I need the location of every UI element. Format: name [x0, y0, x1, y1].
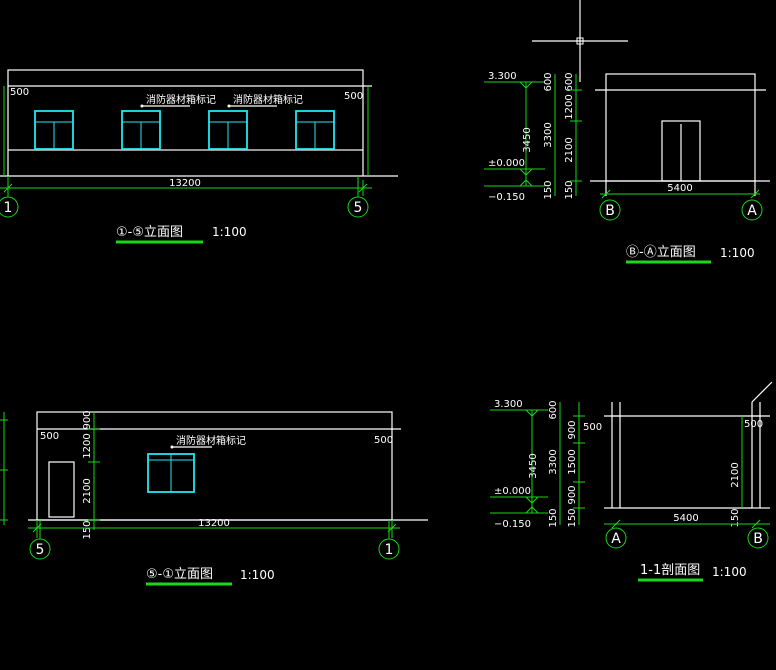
elev-zero: ±0.000	[488, 158, 525, 169]
note-label: 消防器材箱标记	[233, 93, 303, 106]
axis-label-left: 5	[36, 542, 45, 558]
dim-wall: 2100	[730, 462, 741, 487]
axis-label-left: 1	[4, 200, 13, 216]
view-scale: 1:100	[212, 225, 247, 239]
dim-c: 900	[567, 485, 578, 504]
dim-left-end: 500	[10, 87, 29, 98]
window	[208, 110, 248, 150]
dim-width: 5400	[673, 513, 698, 524]
axis-bubble	[29, 538, 51, 560]
axis-bubble	[741, 199, 763, 221]
dim-base: 150	[543, 180, 554, 199]
view-scale: 1:100	[720, 246, 755, 260]
view-scale: 1:100	[712, 565, 747, 579]
axis-bubble	[0, 196, 19, 218]
dim-overall: 13200	[198, 518, 230, 529]
elev-bottom: −0.150	[494, 519, 531, 530]
crosshair-cursor	[532, 0, 628, 82]
dim-upper: 1200	[564, 94, 575, 119]
dim-end-left: 500	[583, 422, 602, 433]
dim-parapet: 600	[543, 72, 554, 91]
window	[147, 453, 195, 493]
dim-base-3: 150	[730, 508, 741, 527]
note-label: 消防器材箱标记	[176, 434, 246, 447]
door	[48, 461, 75, 518]
axis-label-right: A	[747, 203, 757, 219]
view-title: Ⓑ-Ⓐ立面图	[626, 245, 696, 260]
view-scale: 1:100	[240, 568, 275, 582]
dim-parapet: 600	[548, 400, 559, 419]
dim-b: 1500	[567, 449, 578, 474]
elevation-1-5: 消防器材箱标记 消防器材箱标记 500 500 13200 1 5 ①-⑤立面图…	[0, 69, 398, 244]
dim-overall: 13200	[169, 178, 201, 189]
dim-base: 150	[82, 520, 93, 539]
dim-a: 900	[567, 420, 578, 439]
axis-label-right: B	[753, 531, 763, 547]
window	[121, 110, 161, 150]
dim-width: 5400	[667, 183, 692, 194]
dim-parapet: 900	[82, 410, 93, 429]
dim-total: 3450	[528, 453, 539, 478]
axis-label-right: 5	[354, 200, 363, 216]
axis-bubble	[378, 538, 400, 560]
axis-label-left: B	[605, 203, 615, 219]
axis-label-left: A	[611, 531, 621, 547]
wall-section-right	[751, 415, 761, 509]
elevation-marks: 3.300 ±0.000 −0.150	[484, 71, 545, 203]
elev-top: 3.300	[494, 399, 523, 410]
view-title: 1-1剖面图	[640, 563, 700, 578]
axis-bubble	[605, 527, 627, 549]
elev-bottom: −0.150	[488, 192, 525, 203]
dim-parapet-2: 600	[564, 72, 575, 91]
view-title: ⑤-①立面图	[146, 567, 213, 582]
axis-bubble	[747, 527, 769, 549]
dim-right-end: 500	[344, 91, 363, 102]
wall-section-left	[611, 415, 621, 509]
elevation-B-A: 3.300 ±0.000 −0.150 3450 600 3300 150 60…	[484, 71, 770, 264]
view-title: ①-⑤立面图	[116, 225, 183, 240]
dim-door: 2100	[82, 478, 93, 503]
section-1-1: 3.300 ±0.000 −0.150 3450 600 3300 150 90…	[490, 381, 773, 582]
dim-right-end: 500	[374, 435, 393, 446]
dim-left-end: 500	[40, 431, 59, 442]
window	[34, 110, 74, 150]
axis-bubble	[599, 199, 621, 221]
elevation-marks: 3.300 ±0.000 −0.150	[490, 399, 548, 530]
window	[295, 110, 335, 150]
dim-end-right: 500	[744, 419, 763, 430]
dim-door: 2100	[564, 137, 575, 162]
dim-total: 3450	[522, 127, 533, 152]
note-label: 消防器材箱标记	[146, 93, 216, 106]
elev-top: 3.300	[488, 71, 517, 82]
dim-base-2: 150	[564, 180, 575, 199]
axis-bubble	[347, 196, 369, 218]
elevation-5-1: 消防器材箱标记 500 500 900 1200 2100 150 13200 …	[0, 410, 428, 586]
dim-base: 150	[548, 508, 559, 527]
axis-label-right: 1	[385, 542, 394, 558]
dim-main: 3300	[548, 449, 559, 474]
building-outline	[7, 69, 364, 151]
elev-zero: ±0.000	[494, 486, 531, 497]
dim-base-2: 150	[567, 508, 578, 527]
dim-main: 3300	[543, 122, 554, 147]
dim-upper: 1200	[82, 433, 93, 458]
